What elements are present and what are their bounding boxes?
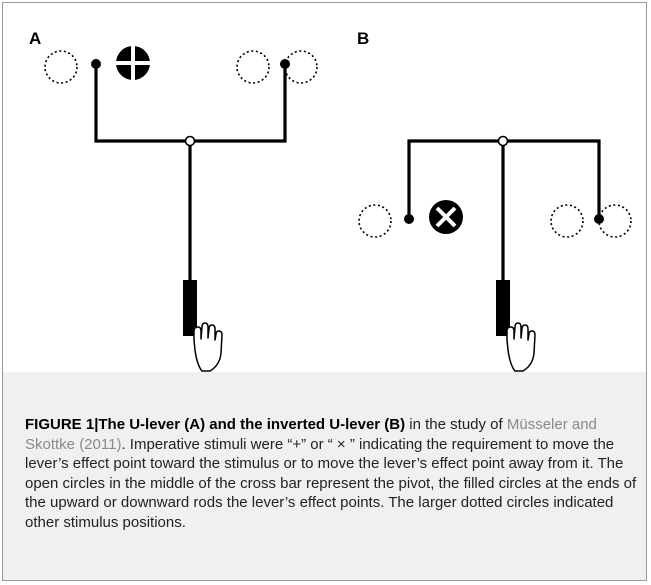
stimulus-position-dotted-circle [550,204,584,238]
panel-label-b: B [357,29,370,48]
stimulus-position-dotted-circle [236,50,270,84]
panel-label-a: A [29,29,42,48]
effect-point [404,214,414,224]
stimulus-position-dotted-circle [598,204,632,238]
caption-reference-link[interactable]: Müsseler and Skottke (2011) [25,416,597,453]
panel-a-u-lever [44,45,318,372]
stimulus-position-dotted-circle [44,50,78,84]
caption-title: The U-lever (A) and the inverted U-lever… [98,416,406,433]
effect-point [594,214,604,224]
effect-point [91,59,101,69]
figure-caption: FIGURE 1|The U-lever (A) and the inverte… [25,415,640,532]
caption-separator: | [94,416,99,433]
caption-figure-number: FIGURE 1 [25,416,95,433]
lever-handle [496,280,510,336]
hand-icon [193,322,223,372]
caption-background [3,372,646,580]
panel-b-inverted-u-lever [358,135,632,372]
effect-point [280,59,290,69]
pivot-open-circle [497,135,509,147]
caption-body-text: . Imperative stimuli were “+” or “ × ” i… [25,435,637,531]
caption-text-before-ref: in the study of [405,416,507,433]
cross-stimulus-icon [429,200,463,234]
lever-handle [183,280,197,336]
stimulus-position-dotted-circle [284,50,318,84]
hand-icon [506,322,536,372]
lever-diagram [44,45,632,372]
stimulus-position-dotted-circle [358,204,392,238]
plus-stimulus-icon [115,45,151,81]
pivot-open-circle [184,135,196,147]
